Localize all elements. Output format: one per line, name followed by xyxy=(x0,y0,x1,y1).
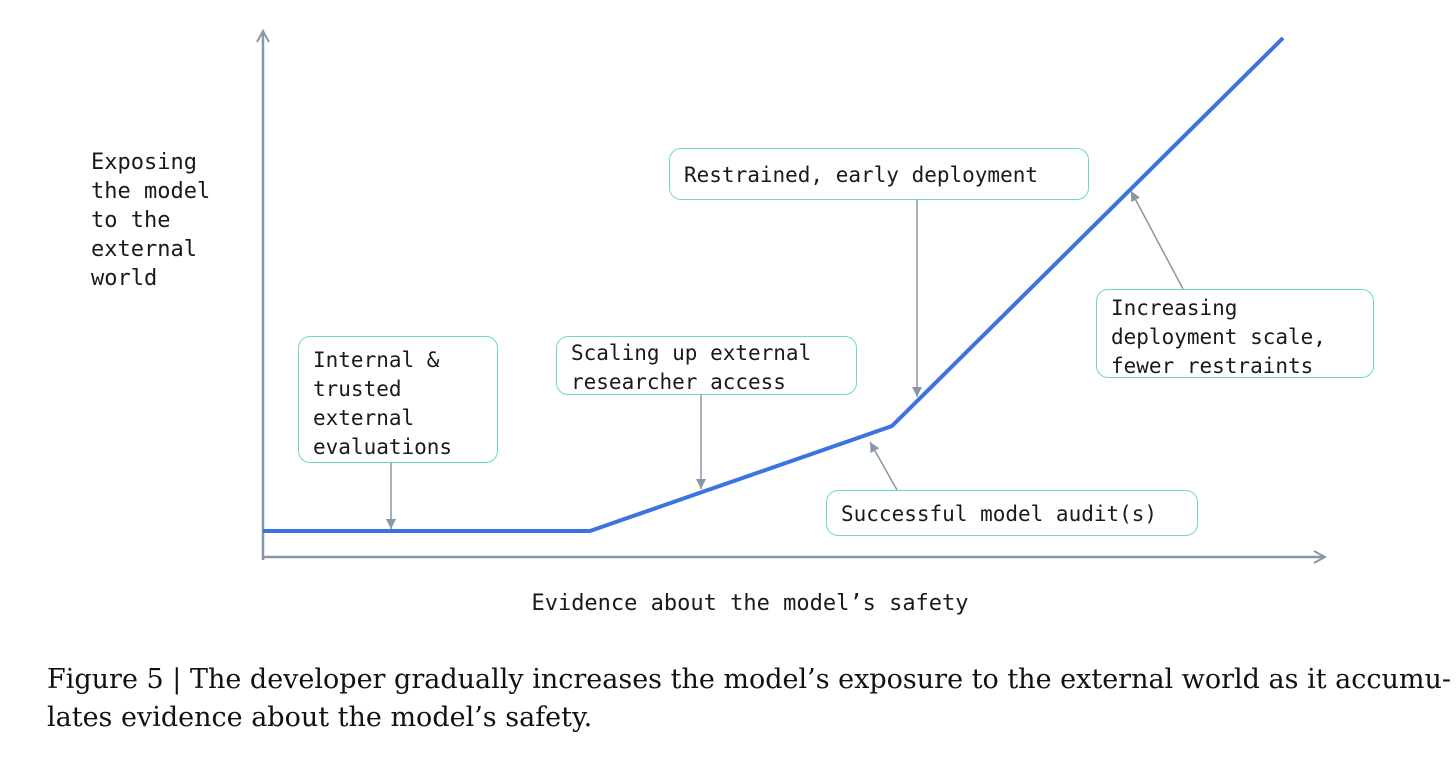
caption-line: lates evidence about the model’s safety. xyxy=(47,702,593,733)
annotation-line: fewer restraints xyxy=(1111,354,1314,378)
annotation-line: deployment scale, xyxy=(1111,325,1326,349)
annotation-model-audit: Successful model audit(s) xyxy=(826,490,1198,536)
annotation-line: evaluations xyxy=(313,435,453,459)
y-axis-label-line: Exposing xyxy=(91,150,197,175)
annotation-internal-evaluations: Internal & trusted external evaluations xyxy=(298,336,498,463)
x-axis-label: Evidence about the model’s safety xyxy=(531,591,969,616)
annotation-line: Successful model audit(s) xyxy=(841,502,1158,526)
arrow-audit xyxy=(869,441,898,491)
y-axis-label-line: the model xyxy=(91,179,211,204)
annotation-scaling-researcher-access: Scaling up external researcher access xyxy=(556,336,857,395)
annotation-increasing-deployment: Increasing deployment scale, fewer restr… xyxy=(1096,289,1374,378)
y-axis-label-line: to the xyxy=(91,208,171,233)
annotation-line: trusted xyxy=(313,377,402,401)
y-axis-label-line: external xyxy=(91,237,197,262)
caption-line: Figure 5 | The developer gradually incre… xyxy=(47,664,1451,695)
annotation-line: external xyxy=(313,406,415,430)
exposure-curve xyxy=(263,36,1285,533)
annotation-line: Internal & xyxy=(313,348,440,372)
y-axis-label: Exposing the model to the external world xyxy=(91,148,210,293)
figure-caption: Figure 5 | The developer gradually incre… xyxy=(47,661,1451,737)
annotation-line: Restrained, early deployment xyxy=(684,163,1039,187)
annotation-line: Increasing xyxy=(1111,296,1238,320)
y-axis-label-line: world xyxy=(91,266,158,291)
arrow-increasing xyxy=(1130,190,1184,290)
annotation-line: Scaling up external xyxy=(571,341,812,365)
annotation-restrained-deployment: Restrained, early deployment xyxy=(669,148,1089,200)
annotation-line: researcher access xyxy=(571,370,786,394)
